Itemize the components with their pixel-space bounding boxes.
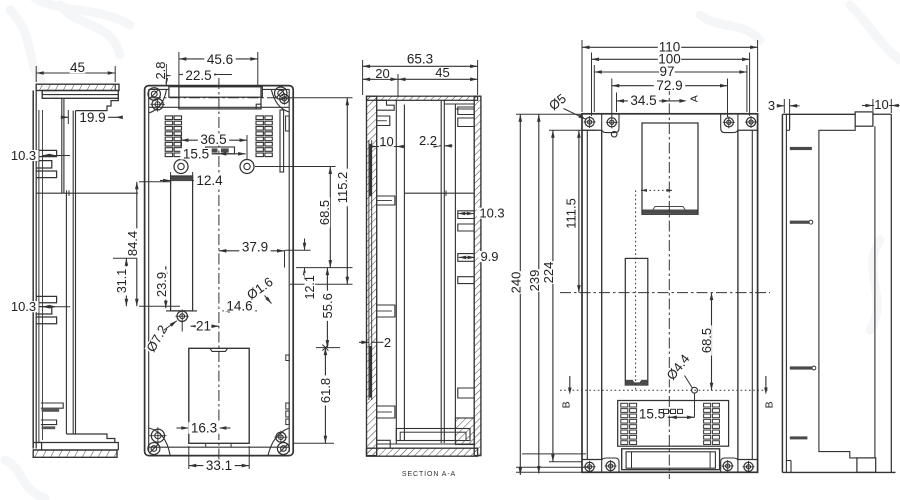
svg-text:2.8: 2.8 — [153, 61, 168, 79]
svg-text:2: 2 — [384, 335, 391, 350]
svg-text:10.3: 10.3 — [11, 148, 36, 163]
svg-text:37.9: 37.9 — [242, 240, 268, 255]
svg-text:65.3: 65.3 — [407, 52, 433, 67]
svg-text:100: 100 — [658, 52, 681, 67]
svg-text:55.6: 55.6 — [320, 293, 335, 318]
svg-text:72.9: 72.9 — [656, 78, 682, 93]
svg-text:31.1: 31.1 — [115, 269, 129, 293]
svg-text:22.5: 22.5 — [185, 68, 211, 83]
svg-text:20: 20 — [375, 66, 389, 81]
svg-text:B: B — [764, 401, 776, 408]
svg-text:224: 224 — [541, 262, 556, 284]
svg-text:34.5: 34.5 — [630, 93, 656, 108]
svg-text:SECTION A-A: SECTION A-A — [402, 471, 456, 478]
svg-text:61.8: 61.8 — [318, 378, 333, 403]
svg-text:110: 110 — [659, 40, 681, 55]
svg-text:9.9: 9.9 — [480, 249, 498, 264]
svg-text:15.5: 15.5 — [183, 146, 209, 161]
svg-text:115.2: 115.2 — [335, 172, 350, 204]
svg-text:45: 45 — [70, 60, 85, 75]
svg-text:3: 3 — [768, 98, 775, 113]
svg-text:B: B — [560, 401, 572, 408]
svg-text:10.3: 10.3 — [479, 206, 504, 221]
svg-text:239: 239 — [527, 270, 542, 292]
svg-text:12.4: 12.4 — [196, 173, 223, 188]
svg-text:45: 45 — [435, 65, 449, 80]
svg-text:240: 240 — [508, 272, 523, 294]
svg-text:97: 97 — [659, 64, 674, 79]
svg-text:14.6: 14.6 — [226, 298, 252, 313]
svg-text:68.5: 68.5 — [699, 328, 714, 353]
svg-text:23.9: 23.9 — [154, 272, 169, 297]
svg-text:12.1: 12.1 — [303, 275, 317, 299]
svg-text:84.4: 84.4 — [125, 231, 140, 256]
svg-text:111.5: 111.5 — [563, 198, 578, 229]
svg-text:19.9: 19.9 — [79, 110, 105, 125]
svg-text:36.5: 36.5 — [200, 132, 226, 147]
svg-text:10.3: 10.3 — [11, 299, 36, 314]
svg-text:10: 10 — [874, 97, 888, 112]
svg-text:10: 10 — [379, 134, 393, 149]
svg-text:33.1: 33.1 — [206, 458, 232, 473]
svg-text:16.3: 16.3 — [191, 421, 217, 436]
svg-text:2.2: 2.2 — [419, 133, 437, 148]
svg-text:21: 21 — [196, 319, 211, 334]
svg-text:A: A — [688, 95, 700, 102]
svg-text:68.5: 68.5 — [317, 200, 332, 225]
svg-text:15.5: 15.5 — [639, 406, 665, 421]
svg-text:45.6: 45.6 — [207, 52, 233, 67]
